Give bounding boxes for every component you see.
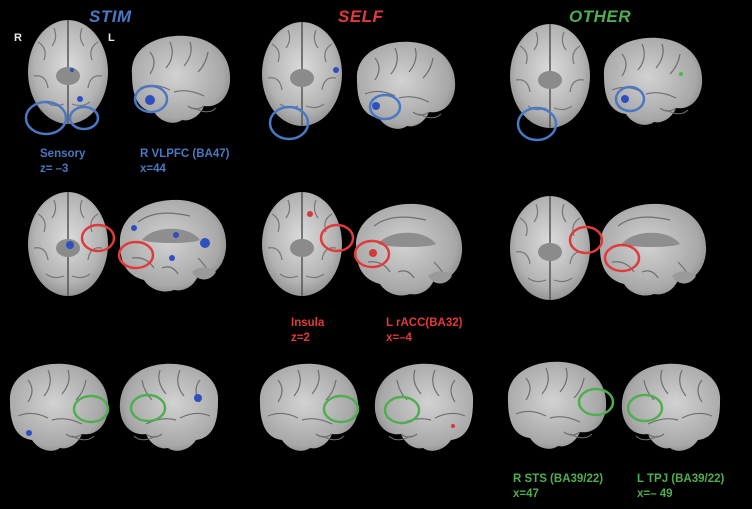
self-row1-sagittal-slice bbox=[356, 41, 456, 130]
other-row3-right-surface bbox=[507, 361, 607, 450]
orientation-right-label: R bbox=[14, 32, 22, 44]
insula-label: Insula z=2 bbox=[291, 316, 324, 346]
self-roi-circles-row1 bbox=[268, 93, 402, 141]
stim-row3-right-surface bbox=[9, 363, 109, 452]
insula-coord: z=2 bbox=[291, 332, 310, 344]
self-row3-right-surface bbox=[259, 363, 359, 452]
stim-roi-circles-row3 bbox=[72, 393, 167, 424]
insula-name: Insula bbox=[291, 317, 325, 329]
racc-label: L rACC(BA32) x=–4 bbox=[386, 316, 462, 346]
column-header-other: OTHER bbox=[569, 7, 631, 26]
other-row3-left-surface bbox=[621, 363, 721, 452]
tpj-label: L TPJ (BA39/22) x=– 49 bbox=[637, 472, 724, 502]
orientation-left-label: L bbox=[108, 32, 115, 44]
self-row2-axial-slice bbox=[261, 191, 343, 297]
sensory-label: Sensory z= –3 bbox=[40, 147, 85, 177]
sts-coord: x=47 bbox=[513, 488, 539, 500]
self-roi-circles-row2 bbox=[319, 223, 391, 269]
other-roi-circles-row1 bbox=[516, 85, 646, 142]
vlpfc-coord: x=44 bbox=[140, 163, 166, 175]
stim-activation-blobs bbox=[26, 68, 210, 436]
column-header-stim: STIM bbox=[89, 7, 132, 26]
stim-row1-axial-slice bbox=[27, 19, 109, 125]
sensory-name: Sensory bbox=[40, 148, 86, 160]
vlpfc-name: R VLPFC (BA47) bbox=[140, 148, 230, 160]
other-activation-blobs bbox=[621, 72, 683, 103]
sensory-coord: z= –3 bbox=[40, 163, 69, 175]
sts-label: R STS (BA39/22) x=47 bbox=[513, 472, 603, 502]
stim-row1-sagittal-slice bbox=[131, 35, 231, 124]
other-row2-axial-slice bbox=[509, 195, 591, 301]
column-header-self: SELF bbox=[338, 7, 384, 26]
tpj-name: L TPJ (BA39/22) bbox=[637, 473, 725, 485]
self-row3-left-surface bbox=[374, 363, 474, 452]
stim-roi-circles bbox=[24, 84, 169, 136]
other-roi-circles-row2 bbox=[568, 225, 641, 273]
self-activation-blobs bbox=[307, 67, 455, 428]
vlpfc-label: R VLPFC (BA47) x=44 bbox=[140, 147, 229, 177]
racc-name: L rACC(BA32) bbox=[386, 317, 463, 329]
other-row2-sagittal-slice bbox=[599, 203, 707, 297]
sts-name: R STS (BA39/22) bbox=[513, 473, 604, 485]
tpj-coord: x=– 49 bbox=[637, 488, 673, 500]
other-roi-circles-row3 bbox=[577, 387, 664, 423]
self-roi-circles-row3 bbox=[322, 394, 421, 425]
stim-row3-left-surface bbox=[119, 363, 219, 452]
other-row1-sagittal-slice bbox=[603, 37, 703, 126]
stim-roi-circles-row2 bbox=[80, 223, 155, 270]
racc-coord: x=–4 bbox=[386, 332, 412, 344]
stim-row2-sagittal-slice bbox=[119, 199, 227, 293]
